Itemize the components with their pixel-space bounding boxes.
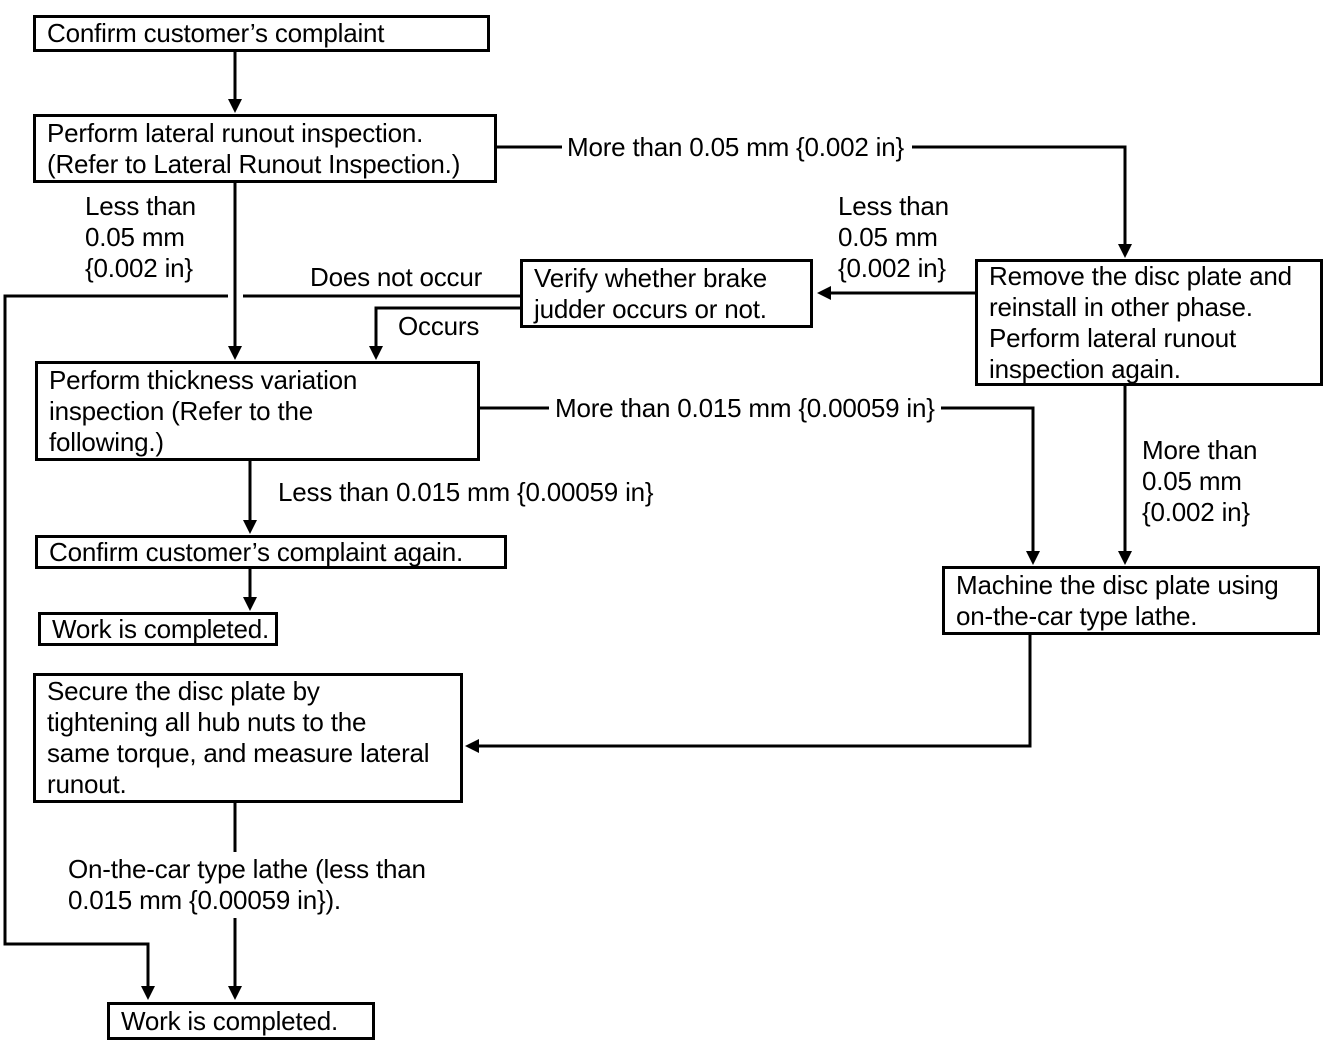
node-confirm-complaint-again: Confirm customer’s complaint again. <box>35 535 507 569</box>
edge-label-more-than-005-top: More than 0.05 mm {0.002 in} <box>567 132 904 162</box>
edge-label-less-than-005-right: Less than 0.05 mm {0.002 in} <box>838 191 949 283</box>
node-work-completed-final: Work is completed. <box>107 1002 375 1040</box>
connector-thickness-to-machine-more-than <box>480 406 1040 565</box>
node-confirm-complaint: Confirm customer’s complaint <box>33 15 490 52</box>
edge-label-more-than-005-right: More than 0.05 mm {0.002 in} <box>1142 435 1258 527</box>
node-thickness-variation-inspection: Perform thickness variation inspection (… <box>35 361 480 461</box>
edge-label-less-than-0015: Less than 0.015 mm {0.00059 in} <box>278 477 654 507</box>
node-machine-disc-plate: Machine the disc plate using on-the-car … <box>942 566 1320 635</box>
connector-confirm-to-lateral <box>228 52 242 113</box>
connector-remove-to-verify-less-than <box>817 286 975 300</box>
edge-label-on-the-car-lathe: On-the-car type lathe (less than 0.015 m… <box>62 852 432 918</box>
node-work-completed-first: Work is completed. <box>38 612 278 646</box>
node-remove-disc-plate: Remove the disc plate and reinstall in o… <box>975 259 1323 386</box>
node-lateral-runout-inspection: Perform lateral runout inspection. (Refe… <box>33 114 497 183</box>
connector-verify-occurs-to-thickness <box>369 306 520 360</box>
edge-label-does-not-occur: Does not occur <box>310 262 483 292</box>
connector-machine-to-secure <box>465 635 1032 753</box>
connector-lateral-to-remove-more-than <box>497 145 1132 258</box>
edge-label-less-than-005-left: Less than 0.05 mm {0.002 in} <box>85 191 196 283</box>
connector-thickness-to-confirm-again <box>243 461 257 534</box>
node-secure-disc-plate: Secure the disc plate by tightening all … <box>33 673 463 803</box>
edge-label-more-than-0015: More than 0.015 mm {0.00059 in} <box>555 393 935 423</box>
edge-label-occurs: Occurs <box>398 311 480 341</box>
connector-verify-does-not-occur-feedback <box>3 294 520 1000</box>
connector-confirm-again-to-work-top <box>243 569 257 611</box>
connector-remove-to-machine <box>1118 386 1132 565</box>
node-verify-brake-judder: Verify whether brake judder occurs or no… <box>520 259 813 328</box>
connector-lateral-to-thickness <box>228 183 242 360</box>
